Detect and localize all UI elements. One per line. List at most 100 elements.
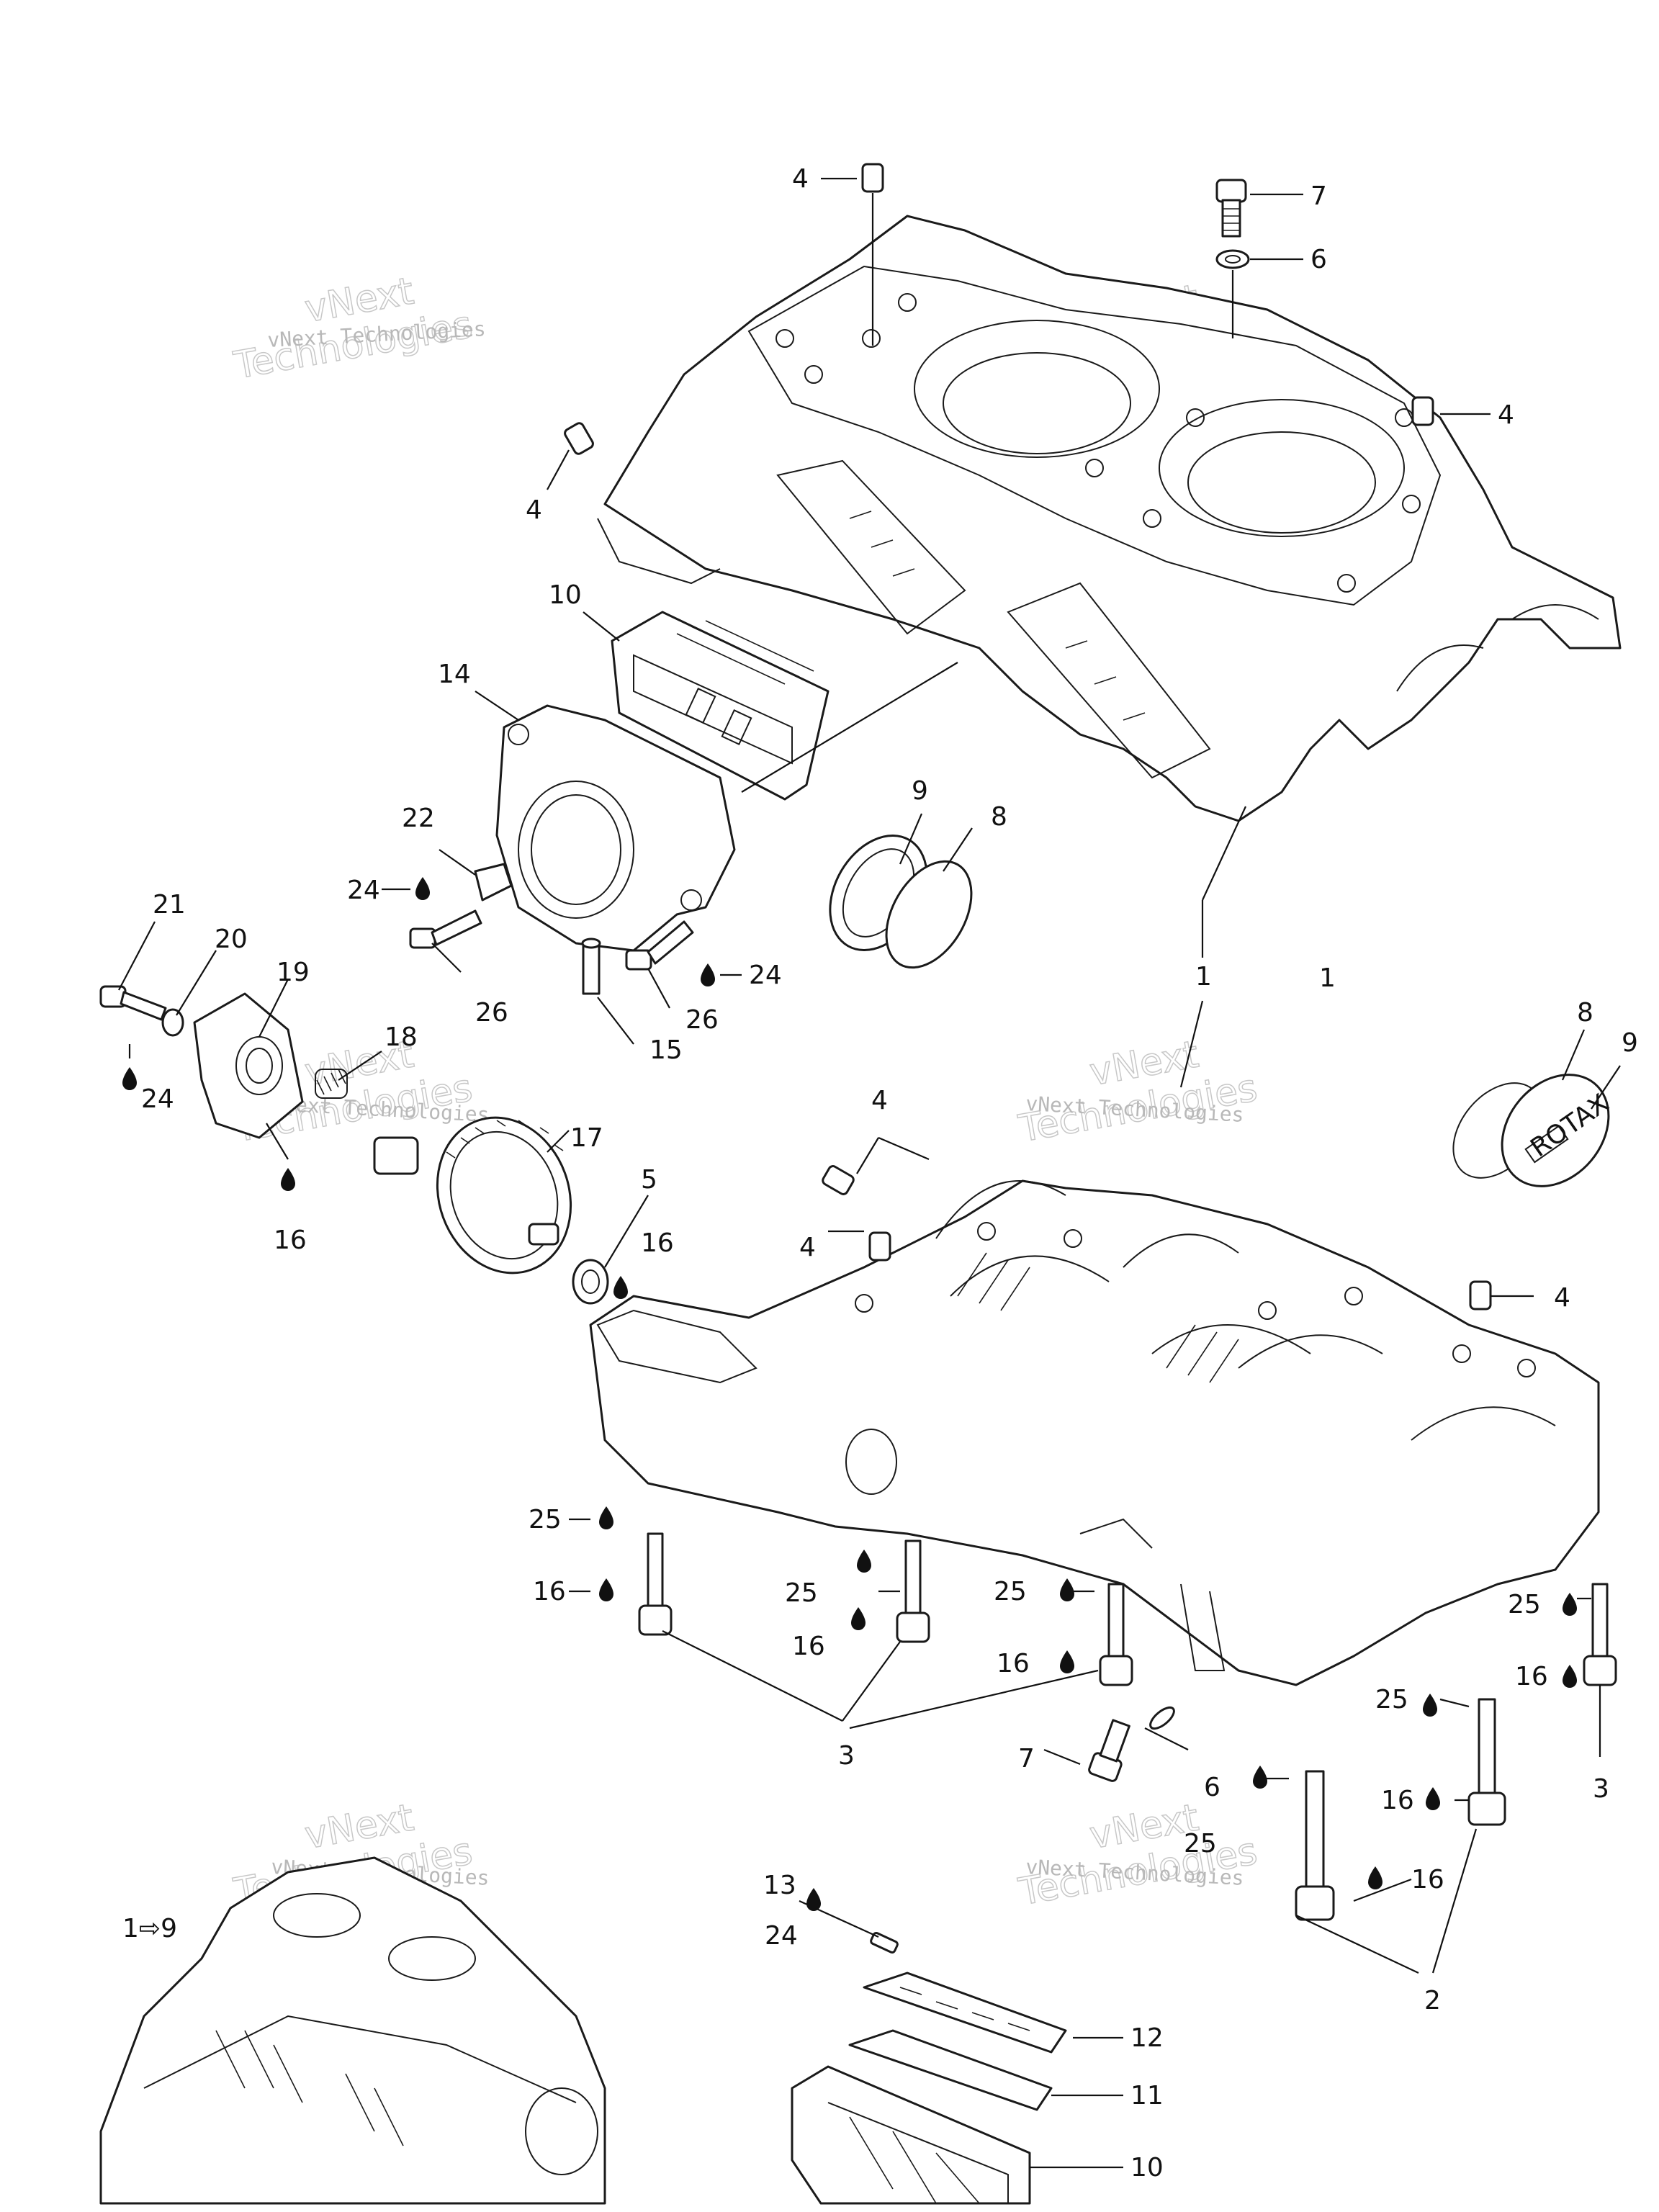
engine-reference-thumbnail	[99, 1856, 606, 2205]
callout-26: 26	[475, 998, 508, 1028]
bolt-25-a	[638, 1532, 673, 1636]
starter-drive-17	[373, 1116, 572, 1274]
callout-5: 5	[641, 1165, 657, 1195]
callout-25: 25	[1184, 1829, 1217, 1858]
bolt-25-e	[1467, 1698, 1506, 1826]
callout-2: 2	[1424, 1986, 1441, 2015]
lubricant-icon	[1423, 1694, 1437, 1717]
lubricant-icon	[281, 1168, 295, 1191]
callout-3: 3	[838, 1741, 855, 1771]
callout-16: 16	[533, 1577, 566, 1606]
screw-26-right	[625, 920, 694, 971]
lubricant-icon	[851, 1607, 866, 1630]
reed-stop-12	[863, 1972, 1067, 2054]
cap-9-right: ROTAX	[1501, 1074, 1614, 1187]
callout-7: 7	[1018, 1744, 1035, 1773]
reed-petal-11	[848, 2029, 1053, 2111]
callout-16: 16	[1381, 1786, 1414, 1815]
dowel-pin-4c	[1411, 396, 1434, 426]
upper-crankcase	[597, 215, 1622, 822]
callout-14: 14	[438, 660, 471, 689]
callout-24: 24	[765, 1921, 798, 1951]
callout-6: 6	[1310, 245, 1327, 274]
o-ring-8-upper	[885, 860, 973, 969]
callout-labels: 1 1 2 3 3 4 4 4 4 4 4 5 6 6 7 7 8 8 9 9 …	[122, 164, 1638, 2182]
lubricant-icon	[701, 963, 715, 986]
callout-22: 22	[402, 804, 435, 833]
dowel-pin-4b	[564, 422, 594, 455]
clip-22	[474, 863, 513, 902]
callout-24: 24	[347, 876, 380, 905]
dowel-pin-4d	[822, 1165, 855, 1195]
reed-cage-10	[791, 2065, 1031, 2205]
bolt-25-c	[1099, 1583, 1133, 1686]
callout-13: 13	[763, 1871, 796, 1900]
callout-16: 16	[274, 1226, 307, 1255]
callout-24: 24	[749, 961, 782, 990]
callout-16: 16	[1411, 1865, 1444, 1894]
callout-20: 20	[215, 925, 248, 954]
callout-17: 17	[570, 1123, 603, 1153]
screw-21	[99, 985, 167, 1021]
callout-16: 16	[792, 1632, 825, 1661]
bracket-19	[193, 992, 304, 1139]
callout-25: 25	[994, 1577, 1027, 1606]
callout-1: 1	[1319, 963, 1336, 993]
lubricant-icon	[1060, 1578, 1074, 1601]
callout-4: 4	[792, 164, 809, 194]
callout-16: 16	[641, 1228, 674, 1258]
dowel-pin-4e	[868, 1231, 891, 1262]
bolt-25-b	[896, 1539, 930, 1643]
callout-25: 25	[1508, 1590, 1541, 1619]
callout-21: 21	[153, 890, 186, 920]
callout-8: 8	[1577, 998, 1593, 1028]
callout-4: 4	[871, 1086, 888, 1115]
lubricant-icon	[1563, 1665, 1577, 1688]
callout-9: 9	[912, 776, 928, 806]
lower-crankcase	[589, 1179, 1600, 1686]
reed-valve-10-upper	[611, 611, 830, 801]
leader-lines	[118, 177, 1621, 2169]
callout-1: 1	[1195, 962, 1212, 992]
callout-25: 25	[529, 1505, 562, 1534]
callout-16: 16	[997, 1649, 1030, 1678]
callout-24: 24	[141, 1084, 174, 1114]
dowel-pin-4a	[861, 163, 884, 193]
callout-8: 8	[991, 802, 1007, 832]
lubricant-icon	[1563, 1593, 1577, 1616]
lubricant-icon	[122, 1067, 137, 1090]
callout-10: 10	[1130, 2153, 1164, 2182]
washer-20	[161, 1008, 184, 1037]
washer-6-bottom	[1149, 1706, 1175, 1730]
lubricant-icon	[1253, 1766, 1267, 1789]
dowel-pin-4f	[1469, 1280, 1492, 1310]
callout-6: 6	[1204, 1773, 1220, 1802]
callout-4: 4	[526, 495, 542, 525]
callout-7: 7	[1310, 181, 1327, 211]
intake-manifold-14	[495, 704, 736, 952]
callout-16: 16	[1515, 1662, 1548, 1691]
callout-18: 18	[385, 1022, 418, 1052]
screw-7-bottom	[1088, 1719, 1130, 1782]
screw-26-left	[409, 909, 482, 949]
spring-18	[315, 1069, 348, 1099]
washer-6-top	[1215, 249, 1250, 269]
lubricant-icon	[857, 1550, 871, 1573]
reference-label: 1⇨9	[122, 1914, 177, 1943]
bolt-25-f	[1295, 1770, 1335, 1921]
callout-3: 3	[1593, 1774, 1609, 1804]
lubricant-symbols	[122, 877, 1577, 1911]
lubricant-icon	[613, 1276, 628, 1299]
callout-4: 4	[1498, 400, 1514, 430]
lubricant-icon	[599, 1578, 613, 1601]
lubricant-icon	[1060, 1650, 1074, 1673]
callout-12: 12	[1130, 2023, 1164, 2053]
lubricant-icon	[415, 877, 430, 900]
callout-4: 4	[1554, 1283, 1570, 1313]
callout-25: 25	[785, 1578, 818, 1608]
lubricant-icon	[1368, 1866, 1382, 1889]
callout-11: 11	[1130, 2081, 1164, 2110]
callout-25: 25	[1375, 1685, 1408, 1714]
callout-19: 19	[276, 958, 310, 987]
